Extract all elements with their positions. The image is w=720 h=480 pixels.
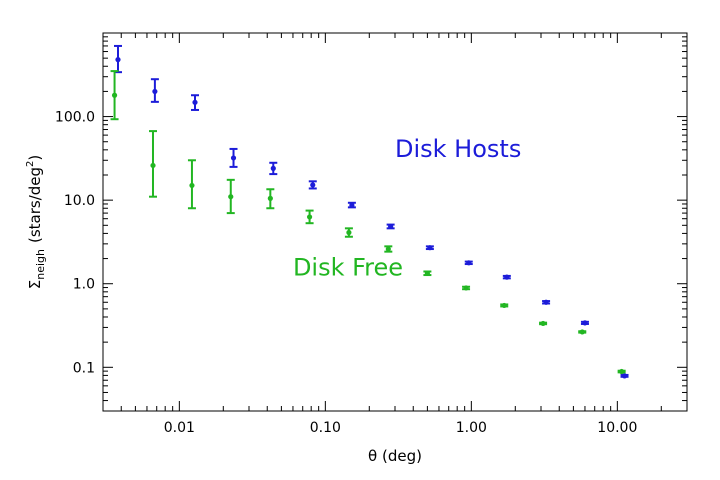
- y-axis-unit-power: 2: [25, 161, 36, 167]
- data-point: [267, 195, 273, 201]
- x-tick-label: 10.00: [597, 420, 637, 436]
- x-tick-labels: 0.01 0.10 1.00 10.00: [164, 420, 638, 436]
- data-point: [582, 320, 588, 326]
- series-disk-free: [110, 70, 626, 375]
- data-point: [427, 245, 433, 251]
- annotation-label: Disk Free: [293, 254, 403, 282]
- data-point: [270, 165, 276, 171]
- y-axis-symbol: Σ: [26, 280, 44, 289]
- data-point: [388, 223, 394, 230]
- x-tick-label: 0.01: [164, 420, 195, 436]
- data-point: [152, 88, 158, 95]
- y-axis: [103, 32, 687, 412]
- y-axis-subscript: neigh: [34, 249, 47, 280]
- y-axis-unit-prefix: (stars/deg: [26, 167, 44, 243]
- x-tick-label: 0.10: [310, 420, 341, 436]
- data-point: [543, 299, 549, 305]
- data-point: [189, 182, 195, 189]
- y-tick-label: 10.0: [64, 193, 95, 209]
- y-tick-label: 100.0: [55, 110, 95, 126]
- data-point: [346, 229, 352, 236]
- data-point: [540, 320, 546, 327]
- data-point: [192, 99, 198, 105]
- data-point: [466, 260, 472, 266]
- series-disk-hosts: [113, 44, 629, 379]
- data-point: [579, 329, 585, 335]
- data-point: [310, 182, 316, 188]
- data-point: [111, 92, 118, 98]
- series-layer: [110, 44, 629, 379]
- x-tick-label: 1.00: [456, 420, 487, 436]
- data-point: [385, 246, 391, 252]
- data-point: [463, 285, 469, 291]
- data-point: [504, 274, 510, 280]
- plot-frame: [102, 32, 688, 412]
- y-tick-labels: 0.1 1.0 10.0 100.0: [55, 110, 95, 377]
- y-axis-unit-suffix: ): [26, 155, 44, 161]
- data-point: [115, 57, 121, 63]
- x-axis: [102, 33, 688, 411]
- data-point: [228, 194, 234, 200]
- data-point: [619, 368, 625, 375]
- y-tick-label: 1.0: [73, 277, 95, 293]
- data-point: [501, 302, 507, 309]
- annotation-label: Disk Hosts: [395, 135, 521, 163]
- data-point: [230, 155, 237, 161]
- data-point: [621, 373, 628, 379]
- data-point: [150, 162, 156, 169]
- y-tick-label: 0.1: [73, 360, 95, 376]
- y-axis-title: Σneigh (stars/deg2): [25, 155, 47, 290]
- x-axis-title: θ (deg): [368, 447, 422, 465]
- data-point: [306, 214, 313, 220]
- data-point: [424, 270, 430, 276]
- data-point: [349, 202, 355, 208]
